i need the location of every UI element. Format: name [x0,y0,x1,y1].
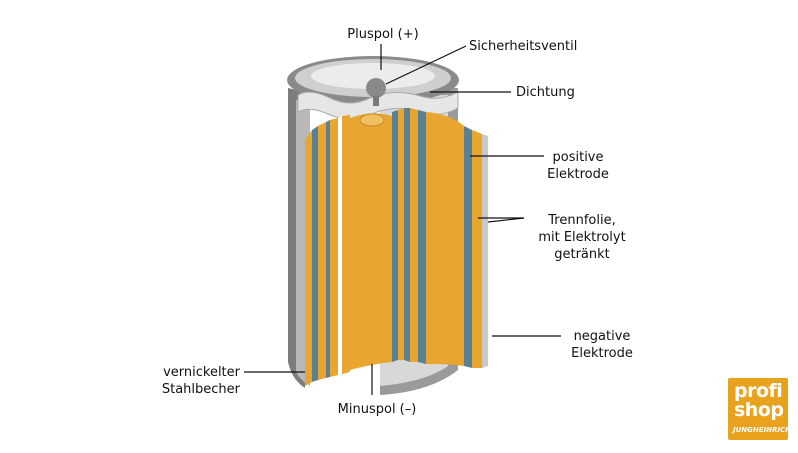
label-minuspol: Minuspol (–) [337,402,417,417]
label-dichtung: Dichtung [516,85,575,100]
leader-lines [244,44,561,395]
profishop-logo: profi shop JUNGHEINRICH [728,378,791,440]
label-trennfolie: Trennfolie, mit Elektrolyt getränkt [538,213,626,262]
safety-valve-stem [373,96,379,106]
label-positive-elektrode: positive Elektrode [547,150,609,182]
logo-line-2: shop [734,399,784,421]
label-sicherheitsventil: Sicherheitsventil [469,39,578,54]
label-negative-elektrode: negative Elektrode [571,329,633,361]
label-pluspol: Pluspol (+) [347,27,419,42]
electrode-stack [305,108,488,386]
logo-line-1: profi [734,380,783,402]
label-stahlbecher: vernickelter Stahlbecher [161,365,240,397]
logo-line-3: JUNGHEINRICH [733,426,791,434]
lid-top [311,63,435,89]
safety-valve [366,78,386,98]
